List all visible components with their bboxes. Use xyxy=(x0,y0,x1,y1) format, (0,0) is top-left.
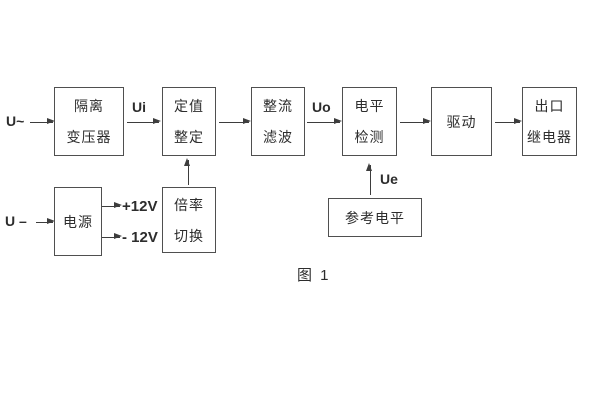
block-label-line: 电源 xyxy=(63,213,93,230)
block-label-line: 参考电平 xyxy=(345,209,405,226)
block-label-line: 变压器 xyxy=(66,129,112,145)
block-label-line: 隔离 xyxy=(74,98,104,114)
arrow-dc-input xyxy=(36,218,55,225)
arrow-drive-to-relay xyxy=(495,118,522,125)
block-output-relay: 出口 继电器 xyxy=(522,87,577,156)
block-level-detect: 电平 检测 xyxy=(342,87,397,156)
block-rectifier-filter: 整流 滤波 xyxy=(251,87,305,156)
block-label-line: 滤波 xyxy=(263,129,293,145)
arrow-ratio-to-setting xyxy=(184,158,191,185)
block-label-line: 整流 xyxy=(263,98,293,114)
block-drive: 驱动 xyxy=(431,87,492,156)
arrow-setting-to-rectifier xyxy=(219,118,251,125)
arrow-plus-12v xyxy=(102,202,122,209)
block-reference-level: 参考电平 xyxy=(328,198,422,237)
arrow-reference-to-level xyxy=(366,163,373,195)
signal-ui-label: Ui xyxy=(132,99,146,115)
block-power-supply: 电源 xyxy=(54,187,102,256)
block-isolation-transformer: 隔离 变压器 xyxy=(54,87,124,156)
signal-uo-label: Uo xyxy=(312,99,331,115)
input-ac-label: U~ xyxy=(6,113,25,129)
arrow-minus-12v xyxy=(102,233,122,240)
block-label-line: 驱动 xyxy=(446,113,477,130)
block-label-line: 切换 xyxy=(174,227,204,244)
block-label-line: 倍率 xyxy=(174,196,204,213)
block-label-line: 继电器 xyxy=(527,129,572,145)
figure-caption: 图 1 xyxy=(297,267,331,284)
arrow-level-to-drive xyxy=(400,118,431,125)
minus-12v-label: - 12V xyxy=(122,229,158,246)
block-label-line: 整定 xyxy=(174,129,204,145)
arrow-transformer-to-setting xyxy=(127,118,161,125)
signal-ue-label: Ue xyxy=(380,171,398,187)
input-dc-label: U – xyxy=(5,213,27,229)
block-label-line: 电平 xyxy=(354,98,385,114)
block-label-line: 检测 xyxy=(354,129,385,145)
block-label-line: 定值 xyxy=(174,98,204,114)
block-label-line: 出口 xyxy=(534,98,565,114)
arrow-ac-input xyxy=(30,118,55,125)
arrow-rectifier-to-level xyxy=(307,118,342,125)
block-setting-adjust: 定值 整定 xyxy=(162,87,216,156)
plus-12v-label: +12V xyxy=(122,198,158,215)
block-ratio-switch: 倍率 切换 xyxy=(162,187,216,253)
